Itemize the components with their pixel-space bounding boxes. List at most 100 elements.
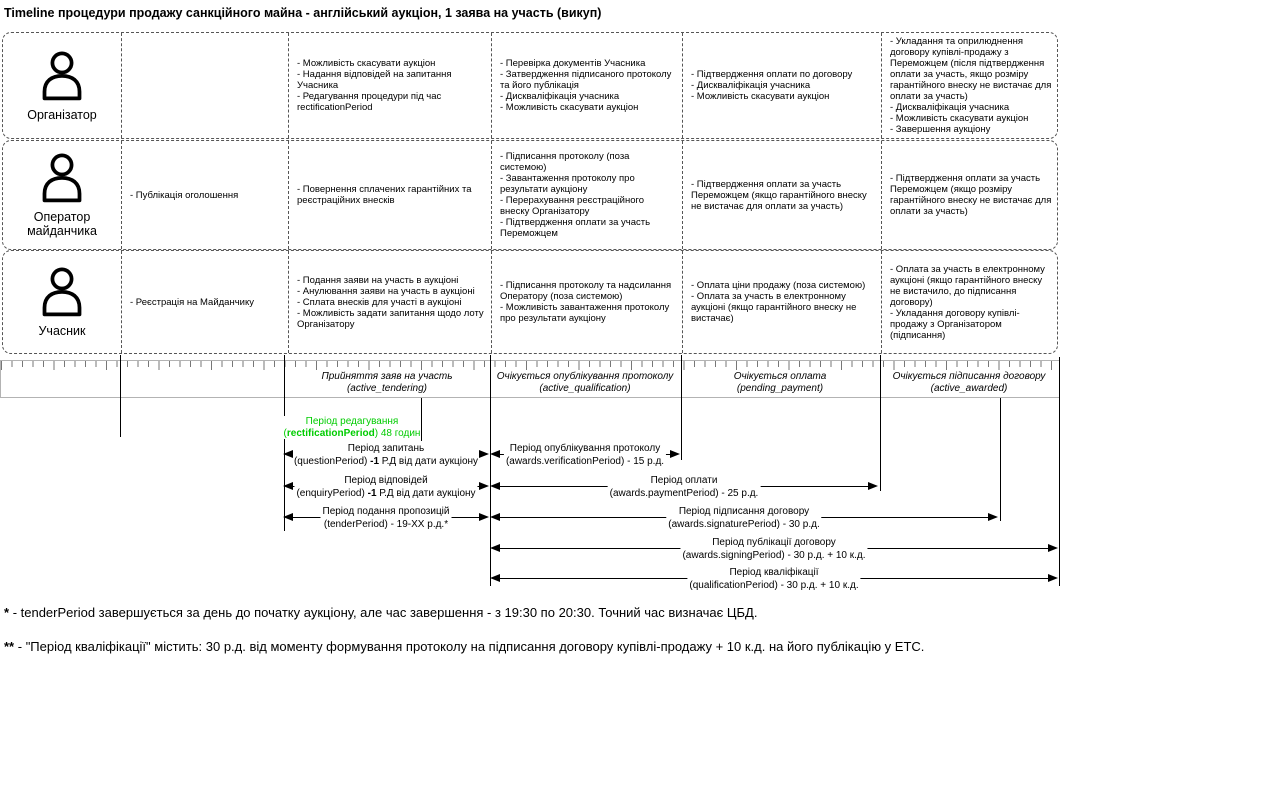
period-label: Період оплати(awards.paymentPeriod) - 25… xyxy=(607,474,761,500)
phase-code: (active_tendering) xyxy=(346,382,428,394)
label-part: Р.Д від дати аукціону xyxy=(379,456,479,467)
arrow-right-icon xyxy=(988,513,998,521)
period-awards.signaturePeriod: Період підписання договору(awards.signat… xyxy=(490,505,998,531)
footnote-text: - "Період кваліфікації" містить: 30 р.д.… xyxy=(17,639,925,654)
label-part: Р.Д від дати аукціону xyxy=(376,488,476,499)
lane-divider xyxy=(682,251,683,353)
cell-item: - Перевірка документів Учасника xyxy=(500,58,646,69)
arrow-right-icon xyxy=(479,450,489,458)
footnote-marker: ** xyxy=(4,639,15,654)
period-name: Період кваліфікації xyxy=(729,567,819,578)
lane-cell: - Реєстрація на Майданчику xyxy=(121,251,288,353)
arrow-left-icon xyxy=(283,450,293,458)
person-icon xyxy=(42,153,82,203)
swimlane-3: Учасник- Реєстрація на Майданчику- Подан… xyxy=(2,250,1058,354)
cell-item: - Сплата внесків для участі в аукціоні xyxy=(297,296,462,308)
lane-divider xyxy=(881,141,882,249)
period-code: (awards.verificationPeriod) - 15 р.д. xyxy=(506,455,664,468)
cell-item: - Підтвердження оплати за участь Перемож… xyxy=(890,173,1052,217)
lane-divider xyxy=(682,141,683,249)
lane-cell: - Підтвердження оплати за участь Перемож… xyxy=(881,141,1059,249)
cell-item: - Можливість задати запитання щодо лоту … xyxy=(297,307,484,330)
cell-text: - Подання заяви на участь в аукціоні- Ан… xyxy=(297,275,484,330)
period-awards.signingPeriod: Період публікації договору (awards.signin… xyxy=(490,536,1058,562)
period-label: Період запитань(questionPeriod) -1 Р.Д в… xyxy=(291,442,481,468)
cell-text: - Підтвердження оплати за участь Перемож… xyxy=(890,173,1052,217)
timeline-vline xyxy=(421,398,422,441)
lane-label: Оператор майданчика xyxy=(27,210,97,238)
cell-text: - Публікація оголошення xyxy=(130,190,238,201)
phase-code: (active_qualification) xyxy=(539,382,631,394)
arrow-left-icon xyxy=(283,513,293,521)
timeline-vline xyxy=(284,355,285,531)
cell-item: - Завершення аукціону xyxy=(890,124,991,135)
cell-text: - Укладання та оприлюднення договору куп… xyxy=(890,36,1052,135)
period-name: Період публікації договору xyxy=(712,537,836,548)
label-part: (awards.paymentPeriod) - 25 р.д. xyxy=(609,488,759,499)
lane-cell: - Підтвердження оплати по договору- Диск… xyxy=(682,33,881,138)
lane-divider xyxy=(288,141,289,249)
rectification-period-label: Період редагування(rectificationPeriod) … xyxy=(283,416,421,439)
lane-divider xyxy=(121,33,122,138)
period-code: (awards.signaturePeriod) - 30 р.д. xyxy=(668,518,819,531)
lane-cell: - Перевірка документів Учасника- Затверд… xyxy=(491,33,682,138)
cell-item: - Публікація оголошення xyxy=(130,189,239,201)
cell-text: - Оплата за участь в електронному аукціо… xyxy=(890,264,1052,341)
period-code: (questionPeriod) -1 Р.Д від дати аукціон… xyxy=(294,455,478,468)
cell-text: - Повернення сплачених гарантійних та ре… xyxy=(297,184,484,206)
cell-text: - Підписання протоколу (поза системою)- … xyxy=(500,151,675,239)
arrow-left-icon xyxy=(490,513,500,521)
timeline-vline xyxy=(1000,398,1001,521)
cell-item: - Оплата ціни продажу (поза системою) xyxy=(691,280,866,291)
label-part: ( xyxy=(283,427,287,439)
cell-item: - Редагування процедури під час rectific… xyxy=(297,91,442,113)
cell-item: - Підтвердження оплати по договору xyxy=(691,69,853,80)
cell-item: - Оплата за участь в електронному аукціо… xyxy=(890,263,1045,308)
lane-actor: Оператор майданчика xyxy=(3,141,121,249)
lane-divider xyxy=(491,141,492,249)
lane-divider xyxy=(881,33,882,138)
label-part: (questionPeriod) xyxy=(293,456,371,467)
period-code: (awards.paymentPeriod) - 25 р.д. xyxy=(610,487,759,500)
label-part: ) 48 годин xyxy=(374,427,421,439)
cell-text: - Оплата ціни продажу (поза системою)- О… xyxy=(691,280,874,324)
lane-cell: - Можливість скасувати аукціон- Надання … xyxy=(288,33,491,138)
label-part: (awards.signingPeriod) - 30 р.д. + 10 к.… xyxy=(682,550,866,561)
timeline-vline xyxy=(490,355,491,586)
period-code: (enquiryPeriod) -1 Р.Д від дати аукціону xyxy=(296,487,475,500)
period-tenderPeriod: Період подання пропозицій(tenderPeriod) … xyxy=(283,505,489,531)
cell-item: - Подання заяви на участь в аукціоні xyxy=(297,274,459,286)
arrow-right-icon xyxy=(868,482,878,490)
cell-item: - Анулювання заяви на участь в аукціоні xyxy=(297,285,475,297)
cell-item: - Дискваліфікація учасника xyxy=(500,91,620,102)
period-label: Період відповідей(enquiryPeriod) -1 Р.Д … xyxy=(294,474,478,500)
lane-label: Учасник xyxy=(38,324,86,338)
label-part: (qualificationPeriod) - 30 р.д. + 10 к.д… xyxy=(689,580,859,591)
cell-item: - Можливість скасувати аукціон xyxy=(691,91,830,102)
lane-divider xyxy=(491,251,492,353)
arrow-left-icon xyxy=(490,450,500,458)
cell-item: - Оплата за участь в електронному аукціо… xyxy=(691,291,857,324)
timeline-vline xyxy=(1059,357,1060,586)
period-code: (qualificationPeriod) - 30 р.д. + 10 к.д… xyxy=(689,579,858,592)
phase-name: Очікується опублікування протоколу xyxy=(496,371,674,382)
lane-cell: - Повернення сплачених гарантійних та ре… xyxy=(288,141,491,249)
label-part: (awards.signaturePeriod) - 30 р.д. xyxy=(668,519,820,530)
lane-divider xyxy=(288,33,289,138)
cell-text: - Перевірка документів Учасника- Затверд… xyxy=(500,58,675,113)
phase-pending-payment: Очікується оплата (pending_payment) xyxy=(734,371,827,394)
cell-item: - Можливість завантаження протоколу про … xyxy=(500,302,670,324)
phase-name: Очікується підписання договору xyxy=(892,371,1046,382)
cell-item: - Можливість скасувати аукціон xyxy=(890,113,1029,124)
lane-label: Організатор xyxy=(27,107,97,122)
page-title: Timeline процедури продажу санкційного м… xyxy=(4,6,602,20)
cell-item: - Завантаження протоколу про результати … xyxy=(500,173,635,195)
lane-divider xyxy=(881,251,882,353)
label-part: -1 xyxy=(370,456,380,467)
cell-item: - Дискваліфікація учасника xyxy=(890,102,1010,113)
period-questionPeriod: Період запитань(questionPeriod) -1 Р.Д в… xyxy=(283,442,489,468)
cell-text: - Підтвердження оплати по договору- Диск… xyxy=(691,69,852,102)
lane-actor: Організатор xyxy=(3,33,121,138)
phase-active-tendering: Прийняття заяв на участь (active_tenderi… xyxy=(321,371,452,394)
period-name: Період опублікування протоколу xyxy=(509,443,661,454)
